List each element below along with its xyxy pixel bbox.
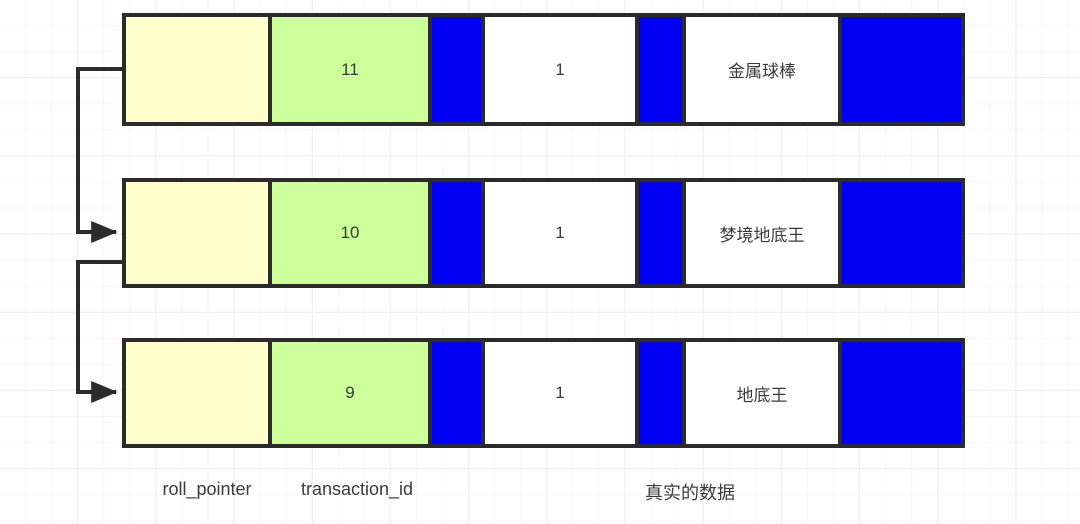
row-3-column-value-1: 1 [485, 342, 639, 444]
record-row-1[interactable]: 11 1 金属球棒 [122, 13, 965, 126]
row-1-padding-cell-3 [842, 17, 961, 122]
row-1-padding-cell-1 [432, 17, 485, 122]
row-1-column-value-1: 1 [485, 17, 639, 122]
row-3-padding-cell-1 [432, 342, 485, 444]
legend-transaction-id: transaction_id [300, 479, 414, 499]
record-row-3[interactable]: 9 1 地底王 [122, 338, 965, 448]
connector-row2-to-row3 [76, 260, 122, 403]
row-2-padding-cell-3 [842, 182, 961, 284]
row-1-roll-pointer-cell [126, 17, 272, 122]
row-1-column-value-2: 金属球棒 [686, 17, 842, 122]
row-2-roll-pointer-cell [126, 182, 272, 284]
row-2-column-value-2: 梦境地底王 [686, 182, 842, 284]
row-2-transaction-id-cell: 10 [272, 182, 432, 284]
legend-real-data: 真实的数据 [645, 483, 735, 503]
row-3-column-value-2: 地底王 [686, 342, 842, 444]
connector-row1-to-row2 [76, 67, 122, 243]
row-3-padding-cell-2 [639, 342, 686, 444]
row-2-padding-cell-2 [639, 182, 686, 284]
row-2-padding-cell-1 [432, 182, 485, 284]
record-row-2[interactable]: 10 1 梦境地底王 [122, 178, 965, 288]
row-2-column-value-1: 1 [485, 182, 639, 284]
row-3-transaction-id-cell: 9 [272, 342, 432, 444]
row-3-roll-pointer-cell [126, 342, 272, 444]
legend-roll-pointer: roll_pointer [162, 479, 252, 499]
row-1-transaction-id-cell: 11 [272, 17, 432, 122]
row-3-padding-cell-3 [842, 342, 961, 444]
row-1-padding-cell-2 [639, 17, 686, 122]
